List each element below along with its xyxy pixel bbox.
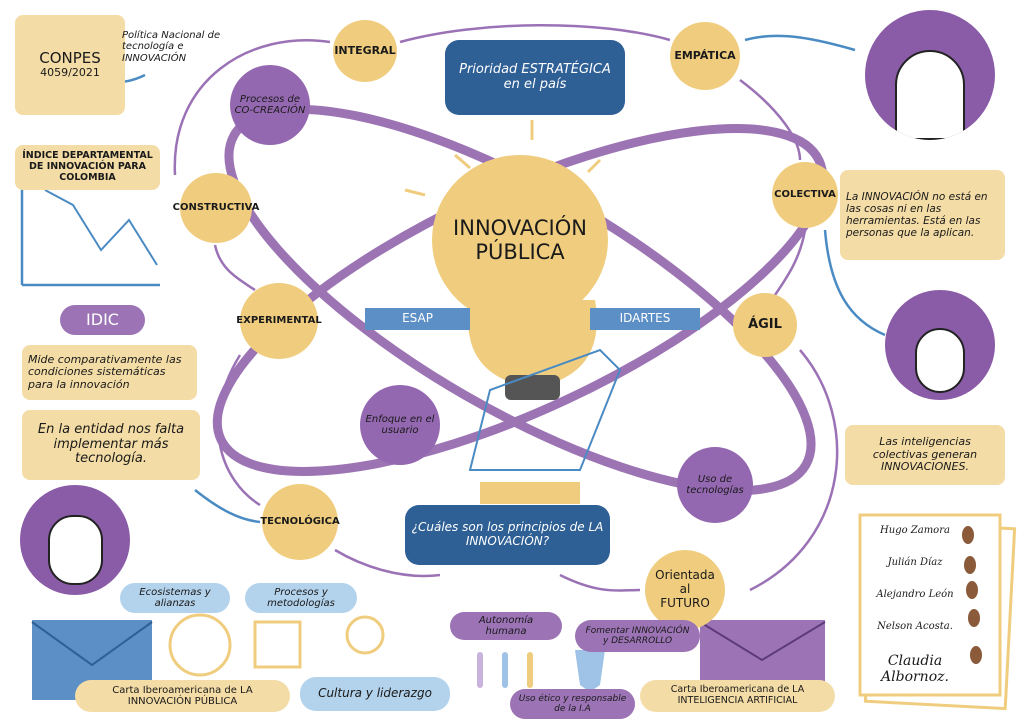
quote-right-top: La INNOVACIÓN no está en las cosas ni en… [840,170,1005,260]
signature: Julián Díaz [887,557,943,569]
principle-tecnologica: TECNOLÓGICA [260,484,340,560]
question-box: ¿Cuáles son los principios de LA INNOVAC… [405,505,610,565]
idic-pill: IDIC [60,305,145,335]
avatar-woman [865,10,995,140]
people-icon [477,652,533,688]
title-line1: INNOVACIÓN [453,215,587,240]
carta-ia-pill: Carta Iberoamericana de LA INTELIGENCIA … [640,680,835,712]
node-cocreacion: Procesos de CO-CREACIÓN [230,65,310,145]
index-title: ÍNDICE DEPARTAMENTAL DE INNOVACIÓN PARA … [15,145,160,190]
uso-etico-pill: Uso ético y responsable de la I.A [510,689,635,719]
bulb-rays [404,120,602,197]
ecosistemas-pill: Ecosistemas y alianzas [120,583,230,613]
principle-empatica: EMPÁTICA [670,22,740,90]
idartes-logo: IDARTES [590,308,700,330]
future-line2: al [679,582,691,597]
procesos-pill: Procesos y metodologías [245,583,357,613]
idic-description: Mide comparativamente las condiciones si… [22,345,197,400]
future-line3: FUTURO [660,595,710,610]
connector-arrows [173,24,839,592]
signature: Claudia Albornoz. [881,652,949,685]
priority-box: Prioridad ESTRATÉGICA en el país [445,40,625,115]
principle-constructiva: CONSTRUCTIVA [173,173,259,243]
cultura-pill: Cultura y liderazgo [300,677,450,711]
principle-orientada-futuro: Orientada al FUTURO [645,550,725,630]
future-line1: Orientada [655,568,715,583]
title-line2: PÚBLICA [475,240,565,264]
carta-innovacion-pill: Carta Iberoamericana de LA INNOVACIÓN PÚ… [75,680,290,712]
hand-drawing [468,348,622,471]
quote-right-bottom: Las inteligencias colectivas generan INN… [845,425,1005,485]
bottom-icons [168,613,385,677]
quote-left: En la entidad nos falta implementar más … [22,410,200,480]
signature: Nelson Acosta. [877,620,953,632]
conpes-name: CONPES [39,49,101,68]
shield-icon [575,650,605,692]
principle-agil: ÁGIL [733,293,797,357]
conpes-number: 4059/2021 [40,66,100,80]
signature: Alejandro León [876,588,954,600]
purple-envelope [699,620,826,690]
conpes-scroll: CONPES 4059/2021 [15,15,125,115]
principle-experimental: EXPERIMENTAL [236,283,322,359]
node-enfoque-usuario: Enfoque en el usuario [360,385,440,465]
innovacion-publica-bulb: INNOVACIÓN PÚBLICA [432,155,608,325]
fomentar-pill: Fomentar INNOVACIÓN y DESARROLLO [575,620,700,652]
signatures-list: Hugo Zamora Julián Díaz Alejandro León N… [870,515,960,695]
avatar-older-man [20,485,130,595]
esap-logo: ESAP [365,308,470,330]
principle-integral: INTEGRAL [333,20,397,82]
autonomia-pill: Autonomía humana [450,612,562,640]
policy-text: Política Nacional de tecnología e INNOVA… [122,29,221,64]
node-uso-tecnologias: Uso de tecnologías [677,447,753,523]
fingerprints [962,526,982,664]
signature: Hugo Zamora [880,525,950,537]
avatar-bald-man [885,290,995,400]
principle-colectiva: COLECTIVA [772,162,838,228]
bulb-base [505,375,560,400]
